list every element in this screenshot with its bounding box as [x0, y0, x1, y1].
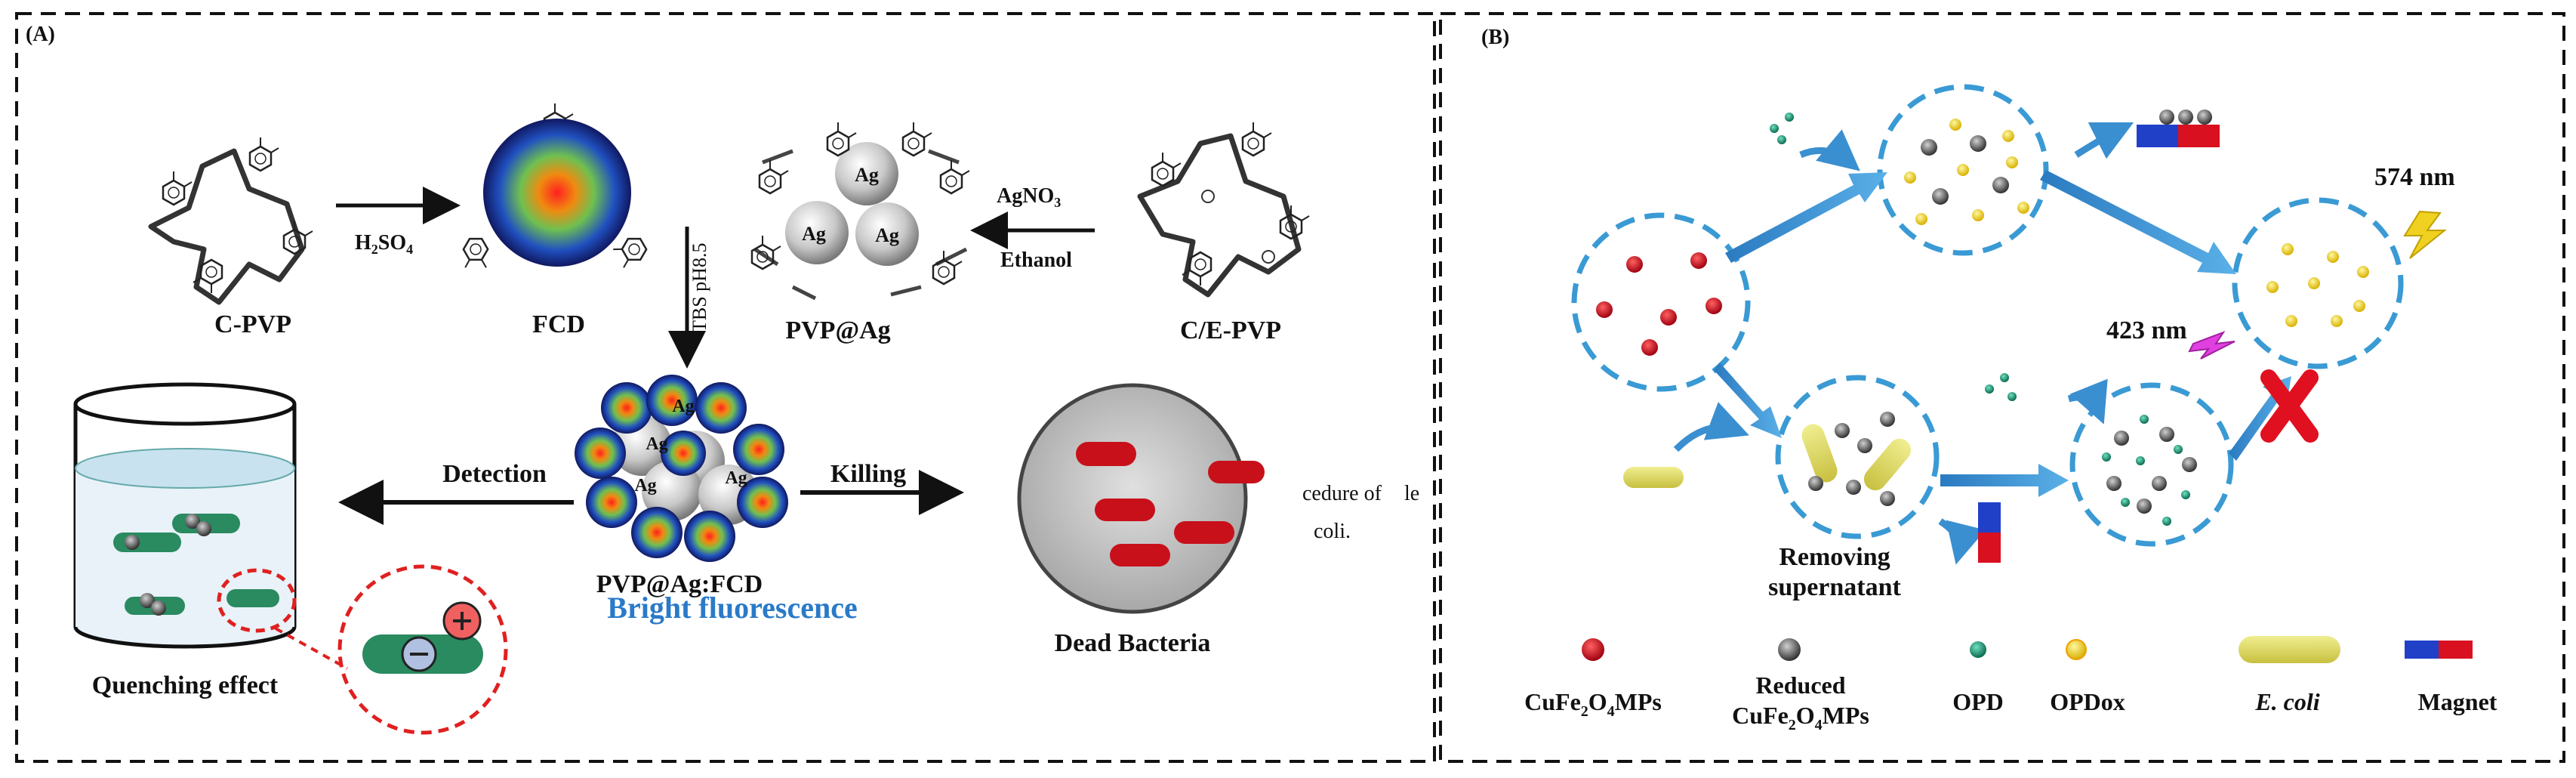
wavelength-423: 423 nm — [2106, 316, 2187, 344]
quenching-label: Quenching effect — [92, 671, 279, 699]
ce-pvp-molecule — [1137, 121, 1311, 298]
ethanol-label: Ethanol — [1000, 249, 1072, 272]
lightning-574 — [2403, 210, 2447, 259]
fcd-molecule — [452, 102, 651, 278]
legend-magnet-blue — [2405, 641, 2439, 659]
panel-b-border — [1439, 12, 2565, 763]
beaker — [73, 382, 297, 649]
panel-a-tag: (A) — [26, 23, 55, 46]
removing-label: Removing — [1779, 543, 1890, 571]
petri-dish — [1017, 383, 1265, 614]
circle-green — [2069, 382, 2234, 547]
overlap-text-2: le — [1404, 482, 1419, 505]
legend-magnet-label: Magnet — [2418, 688, 2497, 715]
pvp-ag-cluster — [750, 121, 971, 301]
legend-reduced-label: Reduced — [1755, 671, 1845, 699]
cluster-ag-1: Ag — [672, 397, 694, 416]
lightning-423 — [2188, 330, 2236, 360]
circle-right — [2232, 197, 2404, 369]
tbs-label: TBS pH8.5 — [689, 243, 710, 332]
curved-arrow-opd-top — [1799, 129, 1860, 171]
legend-cufe-label: CuFe2O4MPs — [1524, 688, 1662, 720]
opd-dot — [1985, 384, 1994, 394]
curved-arrow-ecoli — [1673, 402, 1749, 452]
killing-label: Killing — [830, 460, 906, 488]
dead-bacteria-label: Dead Bacteria — [1055, 629, 1211, 657]
ag-label-2: Ag — [802, 223, 826, 245]
overlap-text-3: coli. — [1314, 520, 1351, 543]
curved-arrow-magnet-top — [2074, 122, 2134, 159]
supernatant-label: supernatant — [1768, 573, 1901, 601]
detection-label: Detection — [442, 460, 547, 488]
legend-reduced-cufe-label: CuFe2O4MPs — [1732, 702, 1869, 733]
pvp-ag-label: PVP@Ag — [785, 316, 890, 344]
circle-top — [1877, 84, 2049, 256]
pvp-ag-fcd-label: PVP@Ag:FCD — [596, 570, 763, 598]
circle-red — [1571, 212, 1751, 392]
red-x-mark — [2260, 369, 2319, 443]
pvp-ag-fcd-cluster — [575, 375, 788, 562]
zoom-source-ring — [217, 568, 297, 633]
legend-ecoli-label: E. coli — [2254, 688, 2319, 715]
curved-arrow-opd-bottom — [2067, 378, 2108, 425]
zoom-connector — [275, 627, 348, 670]
legend-cufe-swatch — [1582, 638, 1604, 661]
fcd-label: FCD — [532, 310, 585, 338]
cluster-ag-4: Ag — [725, 468, 747, 488]
ag-label-3: Ag — [875, 224, 899, 246]
legend-magnet-red — [2439, 641, 2473, 659]
opd-dot — [2007, 392, 2017, 401]
agno3-label: AgNO3 — [997, 184, 1061, 210]
opd-dot — [2000, 373, 2009, 382]
c-pvp-molecule — [148, 136, 314, 305]
magnet-top — [2137, 110, 2220, 147]
zoom-ring — [337, 564, 508, 735]
ag-label-1: Ag — [855, 164, 879, 186]
legend-opdox-swatch — [2066, 639, 2087, 660]
panel-a-border — [15, 12, 1436, 763]
ce-pvp-label: C/E-PVP — [1180, 316, 1281, 344]
magnet-bottom — [1978, 502, 2001, 563]
legend — [1582, 636, 2473, 663]
zoom-bacterium — [362, 601, 483, 674]
overlap-text-1: cedure of — [1302, 482, 1382, 505]
circle-ecoli — [1775, 375, 1940, 539]
legend-reduced-swatch — [1778, 638, 1801, 661]
legend-opdox-label: OPDox — [2050, 688, 2125, 715]
wavelength-574: 574 nm — [2374, 163, 2455, 191]
opd-dot — [1785, 113, 1794, 122]
c-pvp-label: C-PVP — [214, 310, 291, 338]
h2so4-label: H2SO4 — [355, 231, 413, 257]
fcd-sphere — [483, 119, 631, 267]
opd-dot — [1770, 124, 1779, 133]
legend-opd-swatch — [1970, 641, 1986, 658]
panel-b-tag: (B) — [1481, 26, 1509, 49]
curved-arrow-magnet-bottom — [1938, 518, 1986, 565]
ecoli-input — [1623, 467, 1684, 488]
opd-dot — [1777, 135, 1786, 144]
cluster-ag-2: Ag — [646, 434, 667, 454]
cluster-ag-3: Ag — [634, 476, 656, 496]
bright-fluorescence-label: Bright fluorescence — [607, 591, 857, 625]
legend-ecoli-swatch — [2239, 636, 2340, 663]
flow-arrows — [1714, 170, 2291, 497]
legend-opd-label: OPD — [1952, 688, 2004, 715]
